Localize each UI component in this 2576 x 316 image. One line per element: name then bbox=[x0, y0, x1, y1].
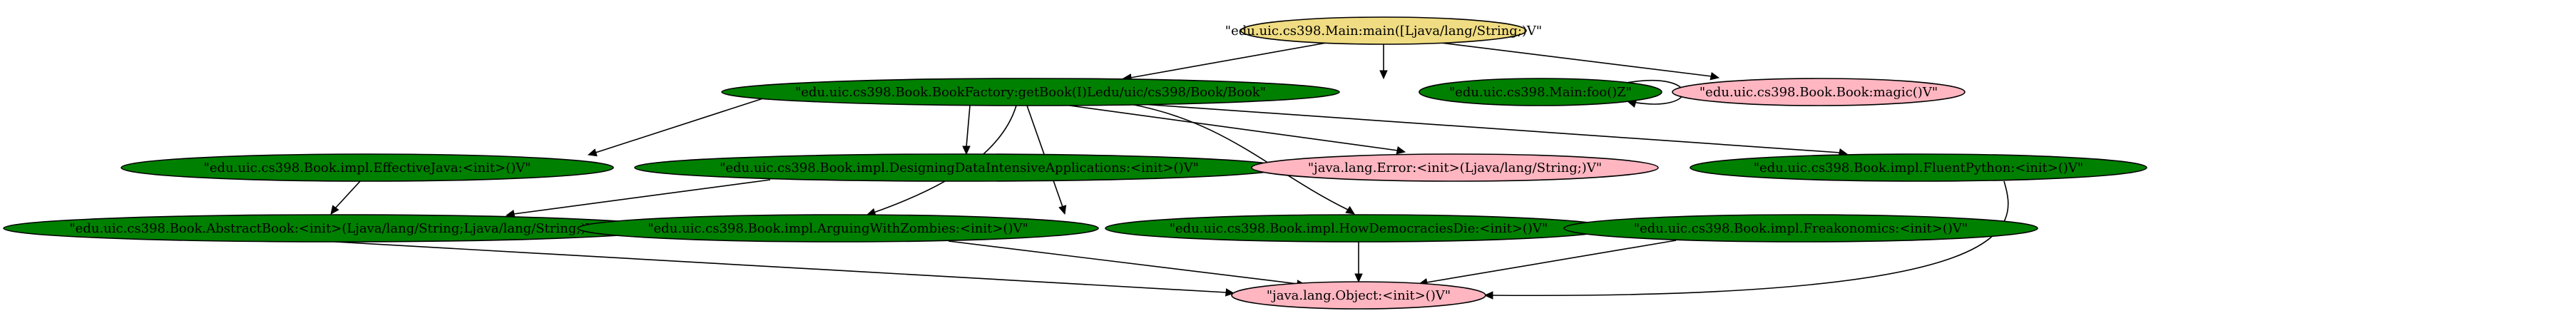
edge-main-to-foo bbox=[1379, 44, 1388, 80]
node-ellipse bbox=[1672, 78, 1966, 106]
edge-line bbox=[1490, 180, 2009, 297]
node-label: "edu.uic.cs398.Book.impl.FluentPython:<i… bbox=[1754, 160, 2083, 175]
node-label: "edu.uic.cs398.Main:main([Ljava/lang/Str… bbox=[1225, 24, 1542, 39]
edge-zombies-to-object bbox=[948, 240, 1307, 288]
node-fluentPython[interactable]: "edu.uic.cs398.Book.impl.FluentPython:<i… bbox=[1690, 153, 2147, 182]
edge-main-to-getBook bbox=[1122, 42, 1327, 82]
arrowhead bbox=[1379, 70, 1388, 80]
node-label: "edu.uic.cs398.Main:foo()Z" bbox=[1449, 85, 1632, 100]
node-freakonomics[interactable]: "edu.uic.cs398.Book.impl.Freakonomics:<i… bbox=[1563, 214, 2038, 243]
node-main[interactable]: "edu.uic.cs398.Main:main([Ljava/lang/Str… bbox=[1225, 16, 1542, 45]
node-effectiveJava[interactable]: "edu.uic.cs398.Book.impl.EffectiveJava:<… bbox=[121, 153, 614, 182]
node-label: "java.lang.Object:<init>()V" bbox=[1267, 288, 1451, 303]
edge-line bbox=[1426, 240, 1677, 283]
node-ellipse bbox=[1563, 214, 2038, 243]
node-abstractBook[interactable]: "edu.uic.cs398.Book.AbstractBook:<init>(… bbox=[3, 214, 668, 243]
node-foo[interactable]: "edu.uic.cs398.Main:foo()Z" bbox=[1419, 78, 1662, 106]
arrowhead bbox=[1058, 205, 1067, 215]
edge-getBook-to-effectiveJava bbox=[587, 98, 764, 157]
node-ellipse bbox=[1251, 153, 1659, 182]
arrowhead bbox=[1345, 205, 1356, 215]
edge-getBook-to-ddia bbox=[962, 105, 971, 156]
node-ddia[interactable]: "edu.uic.cs398.Book.impl.DesigningDataIn… bbox=[634, 153, 1284, 182]
node-ellipse bbox=[1231, 281, 1486, 310]
node-ellipse bbox=[577, 214, 1099, 243]
node-layer: "edu.uic.cs398.Main:main([Ljava/lang/Str… bbox=[3, 16, 2147, 310]
edge-democracies-to-object bbox=[1354, 242, 1363, 283]
node-label: "edu.uic.cs398.Book.impl.HowDemocraciesD… bbox=[1170, 221, 1548, 236]
edge-line bbox=[595, 98, 764, 153]
edge-getBook-to-freakonomics bbox=[1126, 103, 1356, 215]
node-ellipse bbox=[121, 153, 614, 182]
node-ellipse bbox=[1690, 153, 2147, 182]
node-error[interactable]: "java.lang.Error:<init>(Ljava/lang/Strin… bbox=[1251, 153, 1659, 182]
node-label: "edu.uic.cs398.Book.impl.EffectiveJava:<… bbox=[204, 160, 531, 175]
arrowhead bbox=[1225, 288, 1235, 297]
edge-effectiveJava-to-abstractBook bbox=[330, 180, 361, 215]
node-label: "java.lang.Error:<init>(Ljava/lang/Strin… bbox=[1308, 160, 1602, 175]
edge-line bbox=[1130, 42, 1327, 78]
arrowhead bbox=[587, 148, 598, 157]
edge-line bbox=[948, 240, 1299, 285]
edge-line bbox=[1126, 103, 1349, 210]
node-zombies[interactable]: "edu.uic.cs398.Book.impl.ArguingWithZomb… bbox=[577, 214, 1099, 243]
edge-line bbox=[334, 241, 1227, 293]
node-magic[interactable]: "edu.uic.cs398.Book.Book:magic()V" bbox=[1672, 78, 1966, 106]
edge-ddia-to-abstractBook bbox=[505, 179, 771, 218]
edge-getBook-to-error bbox=[1069, 105, 1406, 155]
edge-abstractBook-to-object bbox=[334, 241, 1235, 297]
arrowhead bbox=[330, 205, 339, 215]
node-ellipse bbox=[721, 78, 1340, 106]
arrowhead bbox=[1709, 72, 1720, 81]
node-label: "edu.uic.cs398.Book.BookFactory:getBook(… bbox=[795, 85, 1266, 100]
node-getBook[interactable]: "edu.uic.cs398.Book.BookFactory:getBook(… bbox=[721, 78, 1340, 106]
edge-line bbox=[1440, 42, 1712, 77]
node-ellipse bbox=[1419, 78, 1662, 106]
edge-line bbox=[1140, 103, 1841, 153]
arrowhead bbox=[1483, 291, 1493, 300]
edge-line bbox=[966, 105, 971, 148]
node-democracies[interactable]: "edu.uic.cs398.Book.impl.HowDemocraciesD… bbox=[1105, 214, 1612, 243]
edge-freakonomics-to-object bbox=[1418, 240, 1677, 287]
node-label: "edu.uic.cs398.Book.AbstractBook:<init>(… bbox=[69, 221, 600, 236]
node-label: "edu.uic.cs398.Book.impl.DesigningDataIn… bbox=[720, 160, 1199, 175]
arrowhead bbox=[1354, 273, 1363, 283]
node-ellipse bbox=[1240, 16, 1527, 45]
node-label: "edu.uic.cs398.Book.impl.Freakonomics:<i… bbox=[1634, 221, 1968, 236]
node-object[interactable]: "java.lang.Object:<init>()V" bbox=[1231, 281, 1486, 310]
edge-line bbox=[1069, 105, 1399, 151]
edge-main-to-magic bbox=[1440, 42, 1720, 81]
edge-line bbox=[513, 179, 771, 215]
arrowhead bbox=[1396, 146, 1406, 155]
edge-line bbox=[334, 180, 361, 209]
node-label: "edu.uic.cs398.Book.impl.ArguingWithZomb… bbox=[648, 221, 1028, 236]
edge-fluentPython-to-object bbox=[1483, 180, 2009, 300]
arrowhead bbox=[962, 146, 971, 156]
node-label: "edu.uic.cs398.Book.Book:magic()V" bbox=[1700, 85, 1938, 100]
